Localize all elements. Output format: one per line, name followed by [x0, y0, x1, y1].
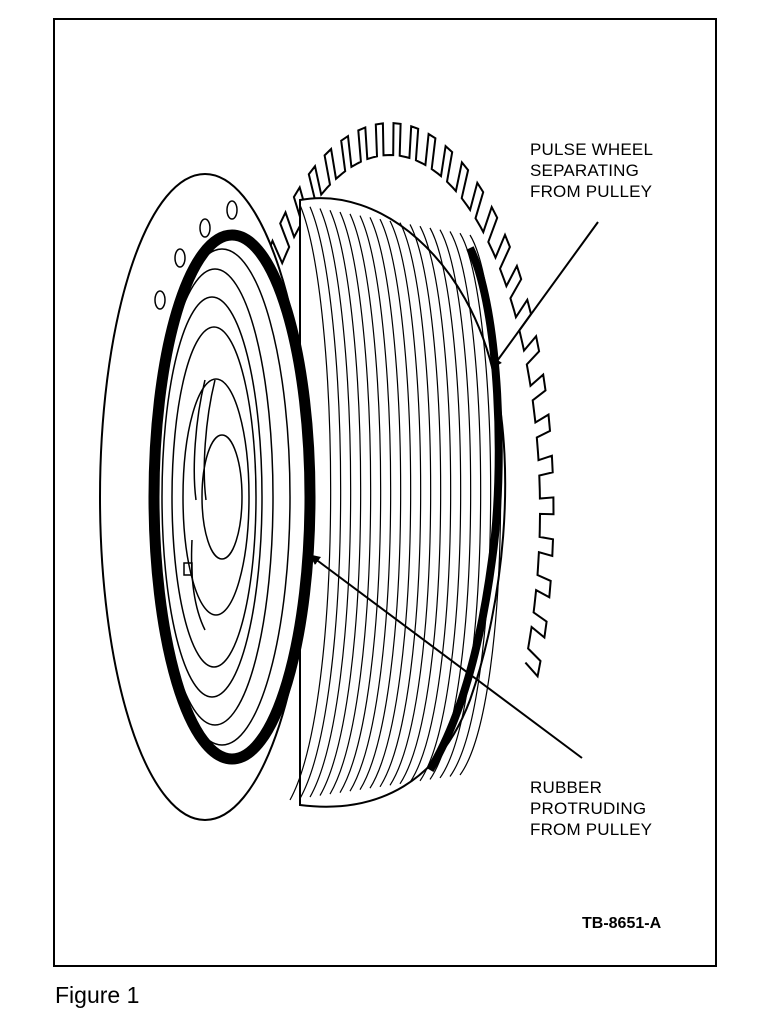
belt-groove-line	[319, 210, 362, 796]
belt-groove-line	[309, 208, 352, 798]
rubber-callout: RUBBER PROTRUDING FROM PULLEY	[530, 777, 652, 840]
belt-groove-line	[329, 211, 372, 795]
callout-line: SEPARATING	[530, 161, 640, 180]
figure-frame	[53, 18, 717, 967]
belt-groove-line	[339, 213, 382, 793]
callout-line: FROM PULLEY	[530, 182, 653, 201]
belt-groove-line	[409, 225, 452, 783]
pulley-drum	[289, 197, 507, 808]
callout-line: FROM PULLEY	[530, 820, 653, 839]
belt-groove-line	[299, 206, 342, 799]
rubber-leader-arrow	[309, 554, 583, 759]
belt-groove-line	[379, 220, 422, 788]
reference-code: TB-8651-A	[582, 915, 662, 932]
belt-groove-line	[369, 218, 412, 789]
belt-groove-line	[389, 222, 432, 786]
pulley-front-face	[99, 173, 316, 821]
belt-groove-line	[449, 232, 492, 777]
pulse-wheel-leader-arrow	[491, 221, 599, 369]
belt-groove-line	[349, 215, 392, 792]
belt-groove-line	[419, 227, 462, 782]
belt-groove-line	[399, 224, 442, 785]
belt-groove-line	[359, 217, 402, 791]
callout-line: RUBBER	[530, 778, 603, 797]
figure-caption: Figure 1	[55, 982, 140, 1008]
callout-line: PROTRUDING	[530, 799, 647, 818]
belt-groove-line	[289, 204, 332, 801]
callout-line: PULSE WHEEL	[530, 140, 654, 159]
pulse-wheel-callout: PULSE WHEEL SEPARATING FROM PULLEY	[530, 139, 653, 202]
belt-groove-line	[439, 231, 482, 779]
